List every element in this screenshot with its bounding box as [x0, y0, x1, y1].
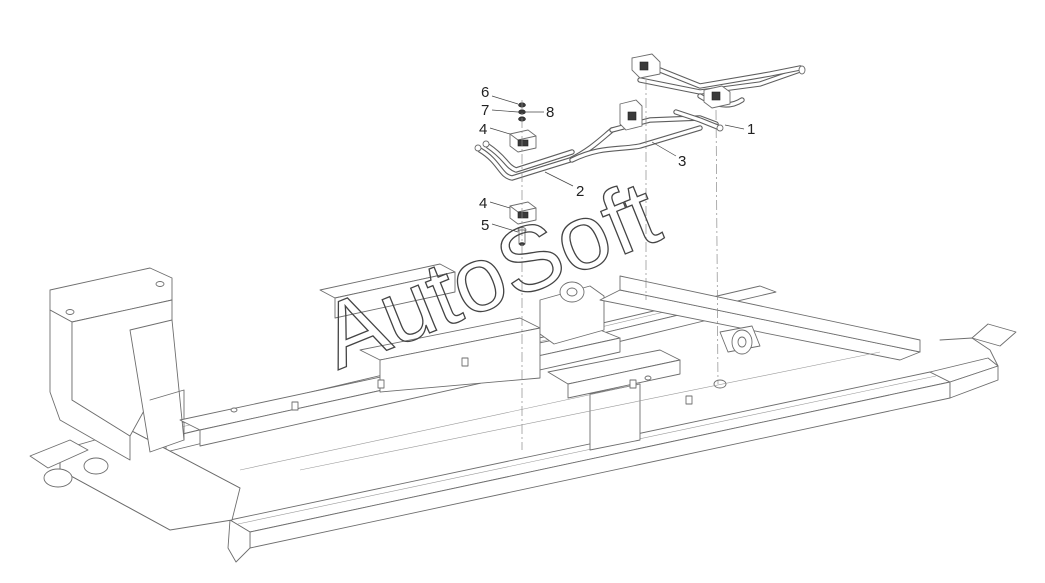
callout-1: 1 [747, 121, 755, 138]
callout-4-top: 4 [479, 121, 487, 138]
callout-4-bottom: 4 [479, 195, 487, 212]
callout-5: 5 [481, 217, 489, 234]
callout-3: 3 [678, 153, 686, 170]
alignment-lines [521, 80, 719, 450]
vehicle-frame [29, 263, 1017, 563]
callout-6: 6 [481, 84, 489, 101]
callout-labels: 1 2 3 4 4 5 6 7 8 [479, 84, 755, 234]
clamp-blocks [619, 53, 731, 131]
callout-7: 7 [481, 102, 489, 119]
callout-2: 2 [576, 183, 584, 200]
callout-8: 8 [546, 104, 554, 121]
